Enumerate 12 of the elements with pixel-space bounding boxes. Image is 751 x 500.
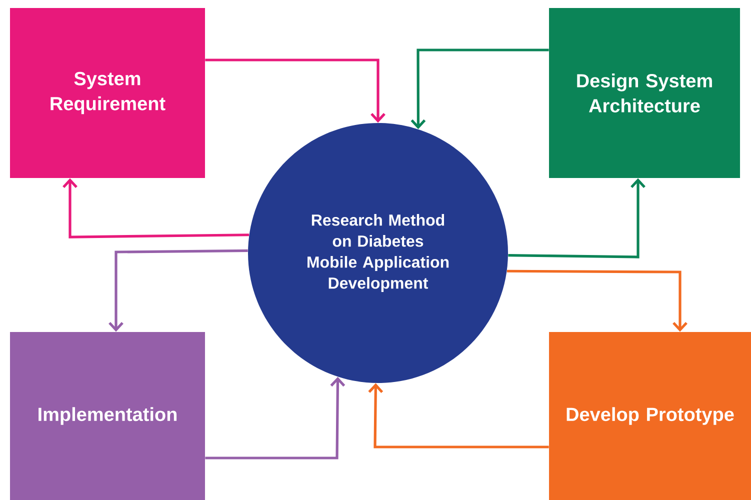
arrow <box>410 48 549 130</box>
arrow <box>508 178 646 258</box>
process-box: Implementation <box>10 332 205 500</box>
arrow <box>205 376 346 460</box>
process-box: Develop Prototype <box>549 332 751 500</box>
arrow <box>108 249 248 332</box>
process-box: Design System Architecture <box>549 8 740 178</box>
arrow <box>62 178 250 238</box>
arrow <box>368 383 549 448</box>
arrow <box>506 270 688 332</box>
process-box: System Requirement <box>10 8 205 178</box>
arrow <box>205 58 386 123</box>
